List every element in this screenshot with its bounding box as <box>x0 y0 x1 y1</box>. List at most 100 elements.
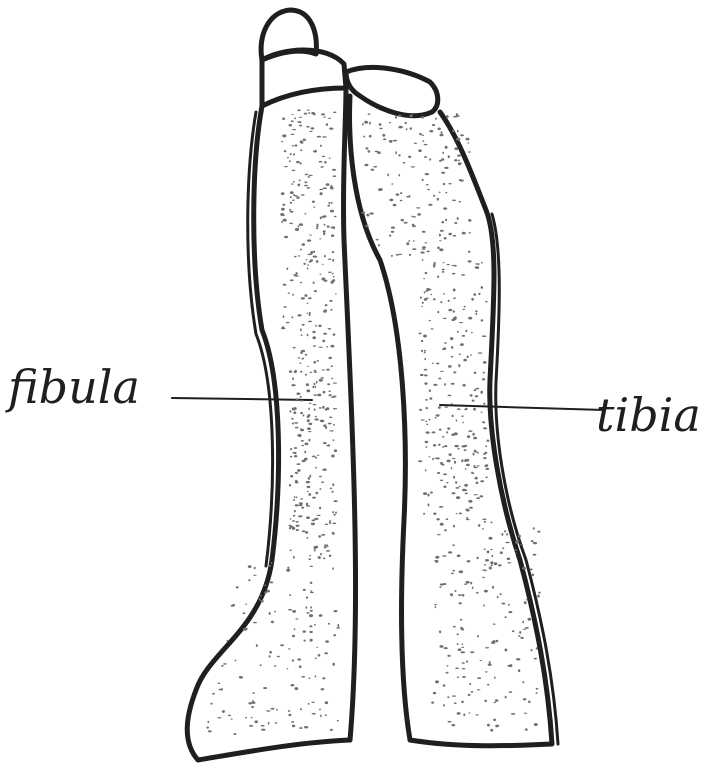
stipple-dot <box>286 569 290 572</box>
stipple-dot <box>453 476 455 479</box>
stipple-dot <box>329 158 331 159</box>
stipple-dot <box>482 519 486 521</box>
stipple-dot <box>475 310 477 312</box>
stipple-dot <box>334 500 338 502</box>
stipple-dot <box>332 511 334 513</box>
stipple-dot <box>460 134 464 136</box>
stipple-dot <box>307 110 310 111</box>
stipple-dot <box>274 611 276 613</box>
stipple-dot <box>300 498 303 500</box>
stipple-dot <box>526 599 528 600</box>
stipple-dot <box>454 445 458 447</box>
stipple-dot <box>312 386 314 389</box>
stipple-dot <box>432 363 434 364</box>
stipple-dot <box>429 130 433 132</box>
stipple-dot <box>431 701 434 703</box>
stipple-dot <box>523 629 526 630</box>
stipple-dot <box>314 290 317 292</box>
stipple-dot <box>326 123 328 126</box>
stipple-dot <box>271 708 275 710</box>
stipple-dot <box>319 189 323 190</box>
stipple-dot <box>446 115 449 118</box>
stipple-dot <box>426 407 428 409</box>
stipple-dot <box>484 564 486 566</box>
stipple-dot <box>330 488 332 490</box>
stipple-dot <box>301 676 305 678</box>
stipple-dot <box>297 658 301 660</box>
stipple-dot <box>295 427 299 429</box>
stipple-dot <box>274 665 277 666</box>
stipple-dot <box>314 624 316 626</box>
stipple-dot <box>452 130 454 132</box>
stipple-dot <box>466 519 470 521</box>
stipple-dot <box>306 503 308 506</box>
stipple-dot <box>293 407 297 410</box>
stipple-dot <box>324 116 326 117</box>
stipple-dot <box>309 312 311 315</box>
stipple-dot <box>469 232 471 234</box>
stipple-dot <box>333 424 335 426</box>
stipple-dot <box>459 179 462 181</box>
stipple-dot <box>312 497 316 499</box>
stipple-dot <box>455 668 459 670</box>
stipple-dot <box>442 446 445 447</box>
stipple-dot <box>506 533 508 536</box>
stipple-dot <box>529 569 532 571</box>
stipple-dot <box>323 187 327 189</box>
stipple-dot <box>435 556 439 559</box>
stipple-dot <box>335 293 337 294</box>
stipple-dot <box>325 714 327 716</box>
stipple-dot <box>371 169 374 171</box>
stipple-dot <box>291 120 294 122</box>
stipple-dot <box>364 121 368 124</box>
stipple-dot <box>485 671 488 672</box>
stipple-dot <box>459 570 463 573</box>
stipple-dot <box>323 469 327 471</box>
stipple-dot <box>466 660 468 663</box>
stipple-dot <box>468 500 472 503</box>
stipple-dot <box>322 406 324 409</box>
stipple-dot <box>424 291 426 293</box>
stipple-dot <box>391 231 394 233</box>
stipple-dot <box>408 156 411 158</box>
stipple-dot <box>534 658 537 660</box>
stipple-dot <box>495 725 498 728</box>
stipple-dot <box>475 263 479 264</box>
stipple-dot <box>316 381 318 384</box>
stipple-dot <box>433 298 436 300</box>
stipple-dot <box>478 293 480 295</box>
stipple-dot <box>448 233 452 235</box>
stipple-dot <box>310 582 313 584</box>
stipple-dot <box>406 242 409 245</box>
stipple-dot <box>315 675 317 677</box>
stipple-dot <box>289 209 292 211</box>
stipple-dot <box>473 293 476 296</box>
stipple-dot <box>320 217 322 220</box>
stipple-dot <box>324 161 327 163</box>
stipple-dot <box>301 297 305 299</box>
stipple-dot <box>297 469 301 472</box>
stipple-dot <box>281 141 283 142</box>
stipple-dot <box>329 128 333 130</box>
stipple-dot <box>424 382 427 385</box>
stipple-dot <box>459 602 462 604</box>
stipple-dot <box>269 565 272 567</box>
stipple-dot <box>313 256 317 258</box>
stipple-dot <box>298 515 302 517</box>
stipple-dot <box>425 173 429 175</box>
stipple-dot <box>429 389 431 392</box>
stipple-dot <box>330 729 333 731</box>
stipple-dot <box>333 112 336 114</box>
stipple-dot <box>425 298 429 299</box>
stipple-dot <box>485 464 488 466</box>
stipple-dot <box>411 166 415 167</box>
stipple-dot <box>461 651 465 653</box>
stipple-dot <box>316 647 318 648</box>
stipple-dot <box>427 251 430 253</box>
stipple-dot <box>437 534 441 535</box>
stipple-dot <box>436 414 440 416</box>
stipple-dot <box>459 513 462 515</box>
stipple-dot <box>313 251 315 253</box>
stipple-dot <box>534 723 538 726</box>
